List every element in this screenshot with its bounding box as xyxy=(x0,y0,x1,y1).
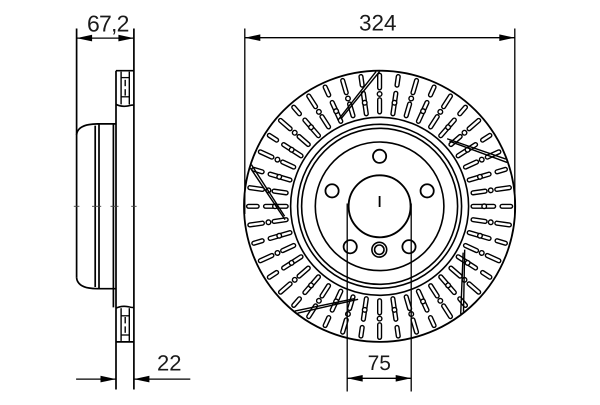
svg-text:324: 324 xyxy=(359,10,397,35)
svg-text:67,2: 67,2 xyxy=(87,10,129,36)
svg-text:22: 22 xyxy=(157,350,181,375)
svg-text:75: 75 xyxy=(368,352,391,375)
